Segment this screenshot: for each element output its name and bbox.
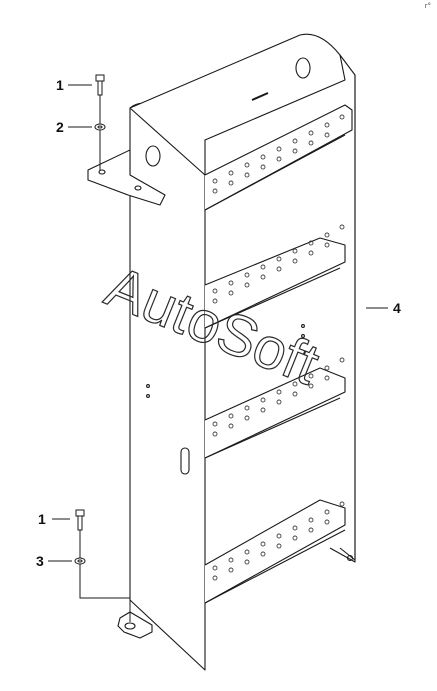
step-3 xyxy=(204,367,346,459)
corner-mark: r° xyxy=(424,2,431,10)
bolt-axis-bottom xyxy=(79,530,131,622)
callout-1-bottom: 1 xyxy=(38,511,46,527)
top-bracket xyxy=(87,149,166,206)
callout-4: 4 xyxy=(393,300,401,316)
side-slot xyxy=(180,447,190,475)
washer-bottom xyxy=(74,557,86,565)
callout-3: 3 xyxy=(36,553,44,569)
washer-top xyxy=(94,123,106,131)
callout-1-top: 1 xyxy=(56,77,64,93)
bolt-top xyxy=(95,74,105,96)
step-2 xyxy=(204,237,346,329)
step-1 xyxy=(204,104,353,211)
bolt-bottom xyxy=(75,509,85,531)
ladder-left-plate xyxy=(129,107,206,671)
step-4 xyxy=(204,499,346,604)
top-hole-right xyxy=(295,57,311,79)
ladder-top-plate xyxy=(129,33,346,141)
top-hole-left xyxy=(145,145,161,167)
callout-2: 2 xyxy=(56,119,64,135)
top-slot xyxy=(251,92,269,101)
